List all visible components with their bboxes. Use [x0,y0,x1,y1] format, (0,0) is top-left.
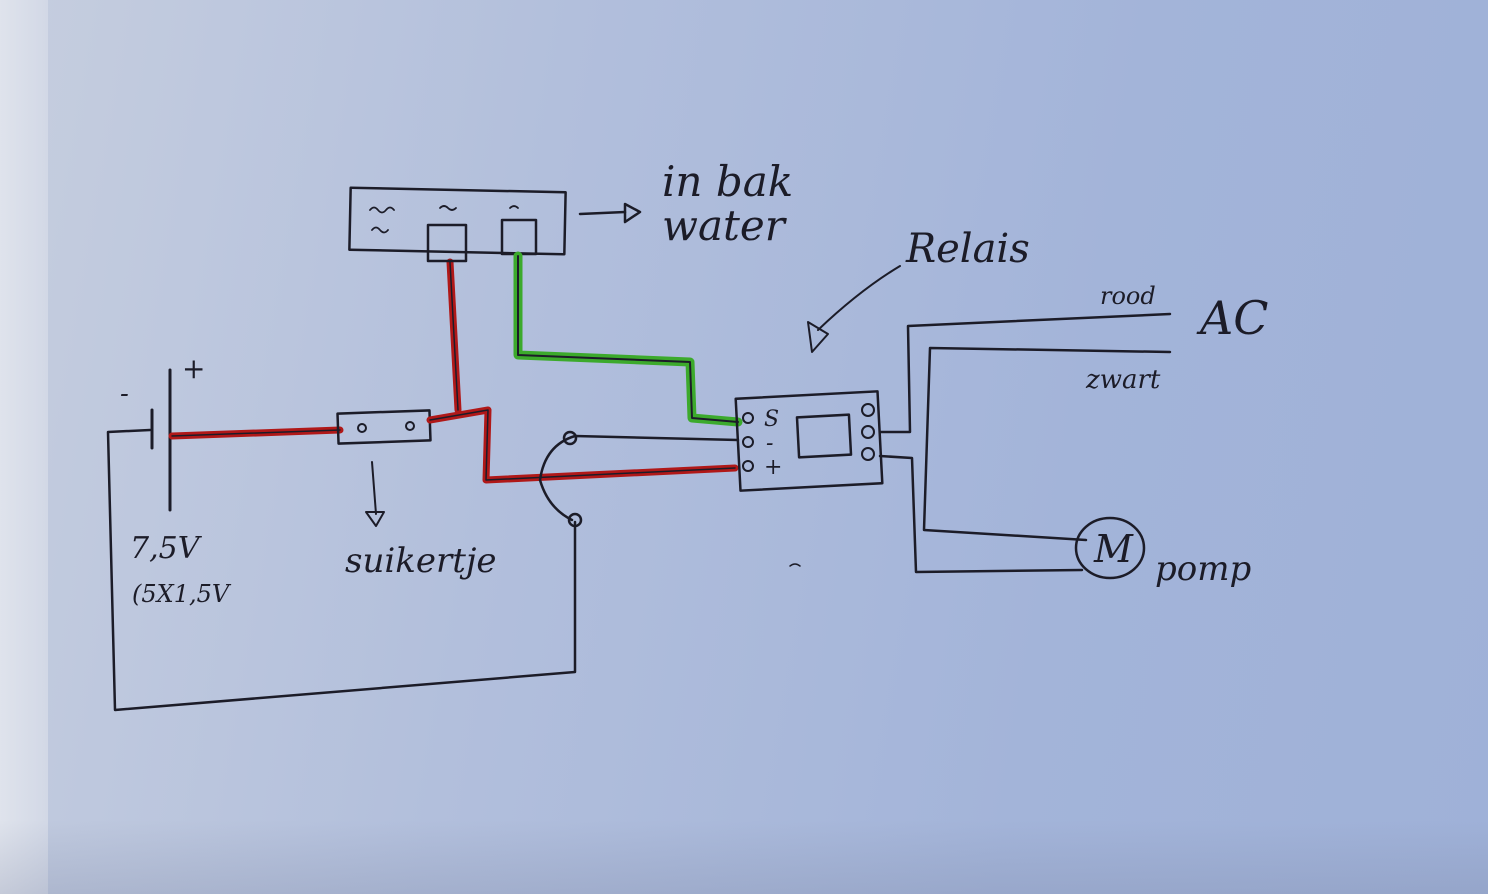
battery-cells-label: (5X1,5V [132,580,232,608]
relay-module [734,390,884,492]
battery-plus-label: + [182,352,205,385]
battery-minus-label: - [120,379,129,409]
water-arrow [578,210,627,216]
fuse-arrow [371,461,377,515]
pump-label: pomp [1155,549,1251,589]
ac-label: AC [1196,291,1268,345]
ac-black-label: zwart [1085,365,1161,395]
paper-shadow [0,820,1488,894]
motor-symbol: M [1093,527,1134,571]
fuse-label: suikertje [345,541,497,581]
fuse-holder [336,409,432,445]
water-note-line2: water [662,201,788,250]
battery-symbol: - + [120,352,205,512]
stray-mark [789,563,801,567]
ac-black-wire [922,346,1172,542]
ground-node-bottom [567,512,583,528]
pump-return-wire [878,454,1084,574]
ac-red-label: rood [1100,282,1156,310]
relay-pin-minus: - [766,431,773,456]
battery-voltage-label: 7,5V [130,531,203,566]
relay-label: Relais [905,226,1030,272]
water-note-line1: in bak [662,157,793,206]
water-sensor [348,186,567,263]
relay-pin-s: S [764,407,779,432]
paper-left-edge [0,0,48,894]
relay-arrow [817,265,901,331]
relay-pin-plus: + [764,455,782,480]
ground-node-top [562,430,578,446]
pump-motor: M [1074,516,1146,580]
green-wire-signal [513,251,743,427]
battery-return-wire [106,428,577,712]
ac-red-wire [878,312,1172,434]
